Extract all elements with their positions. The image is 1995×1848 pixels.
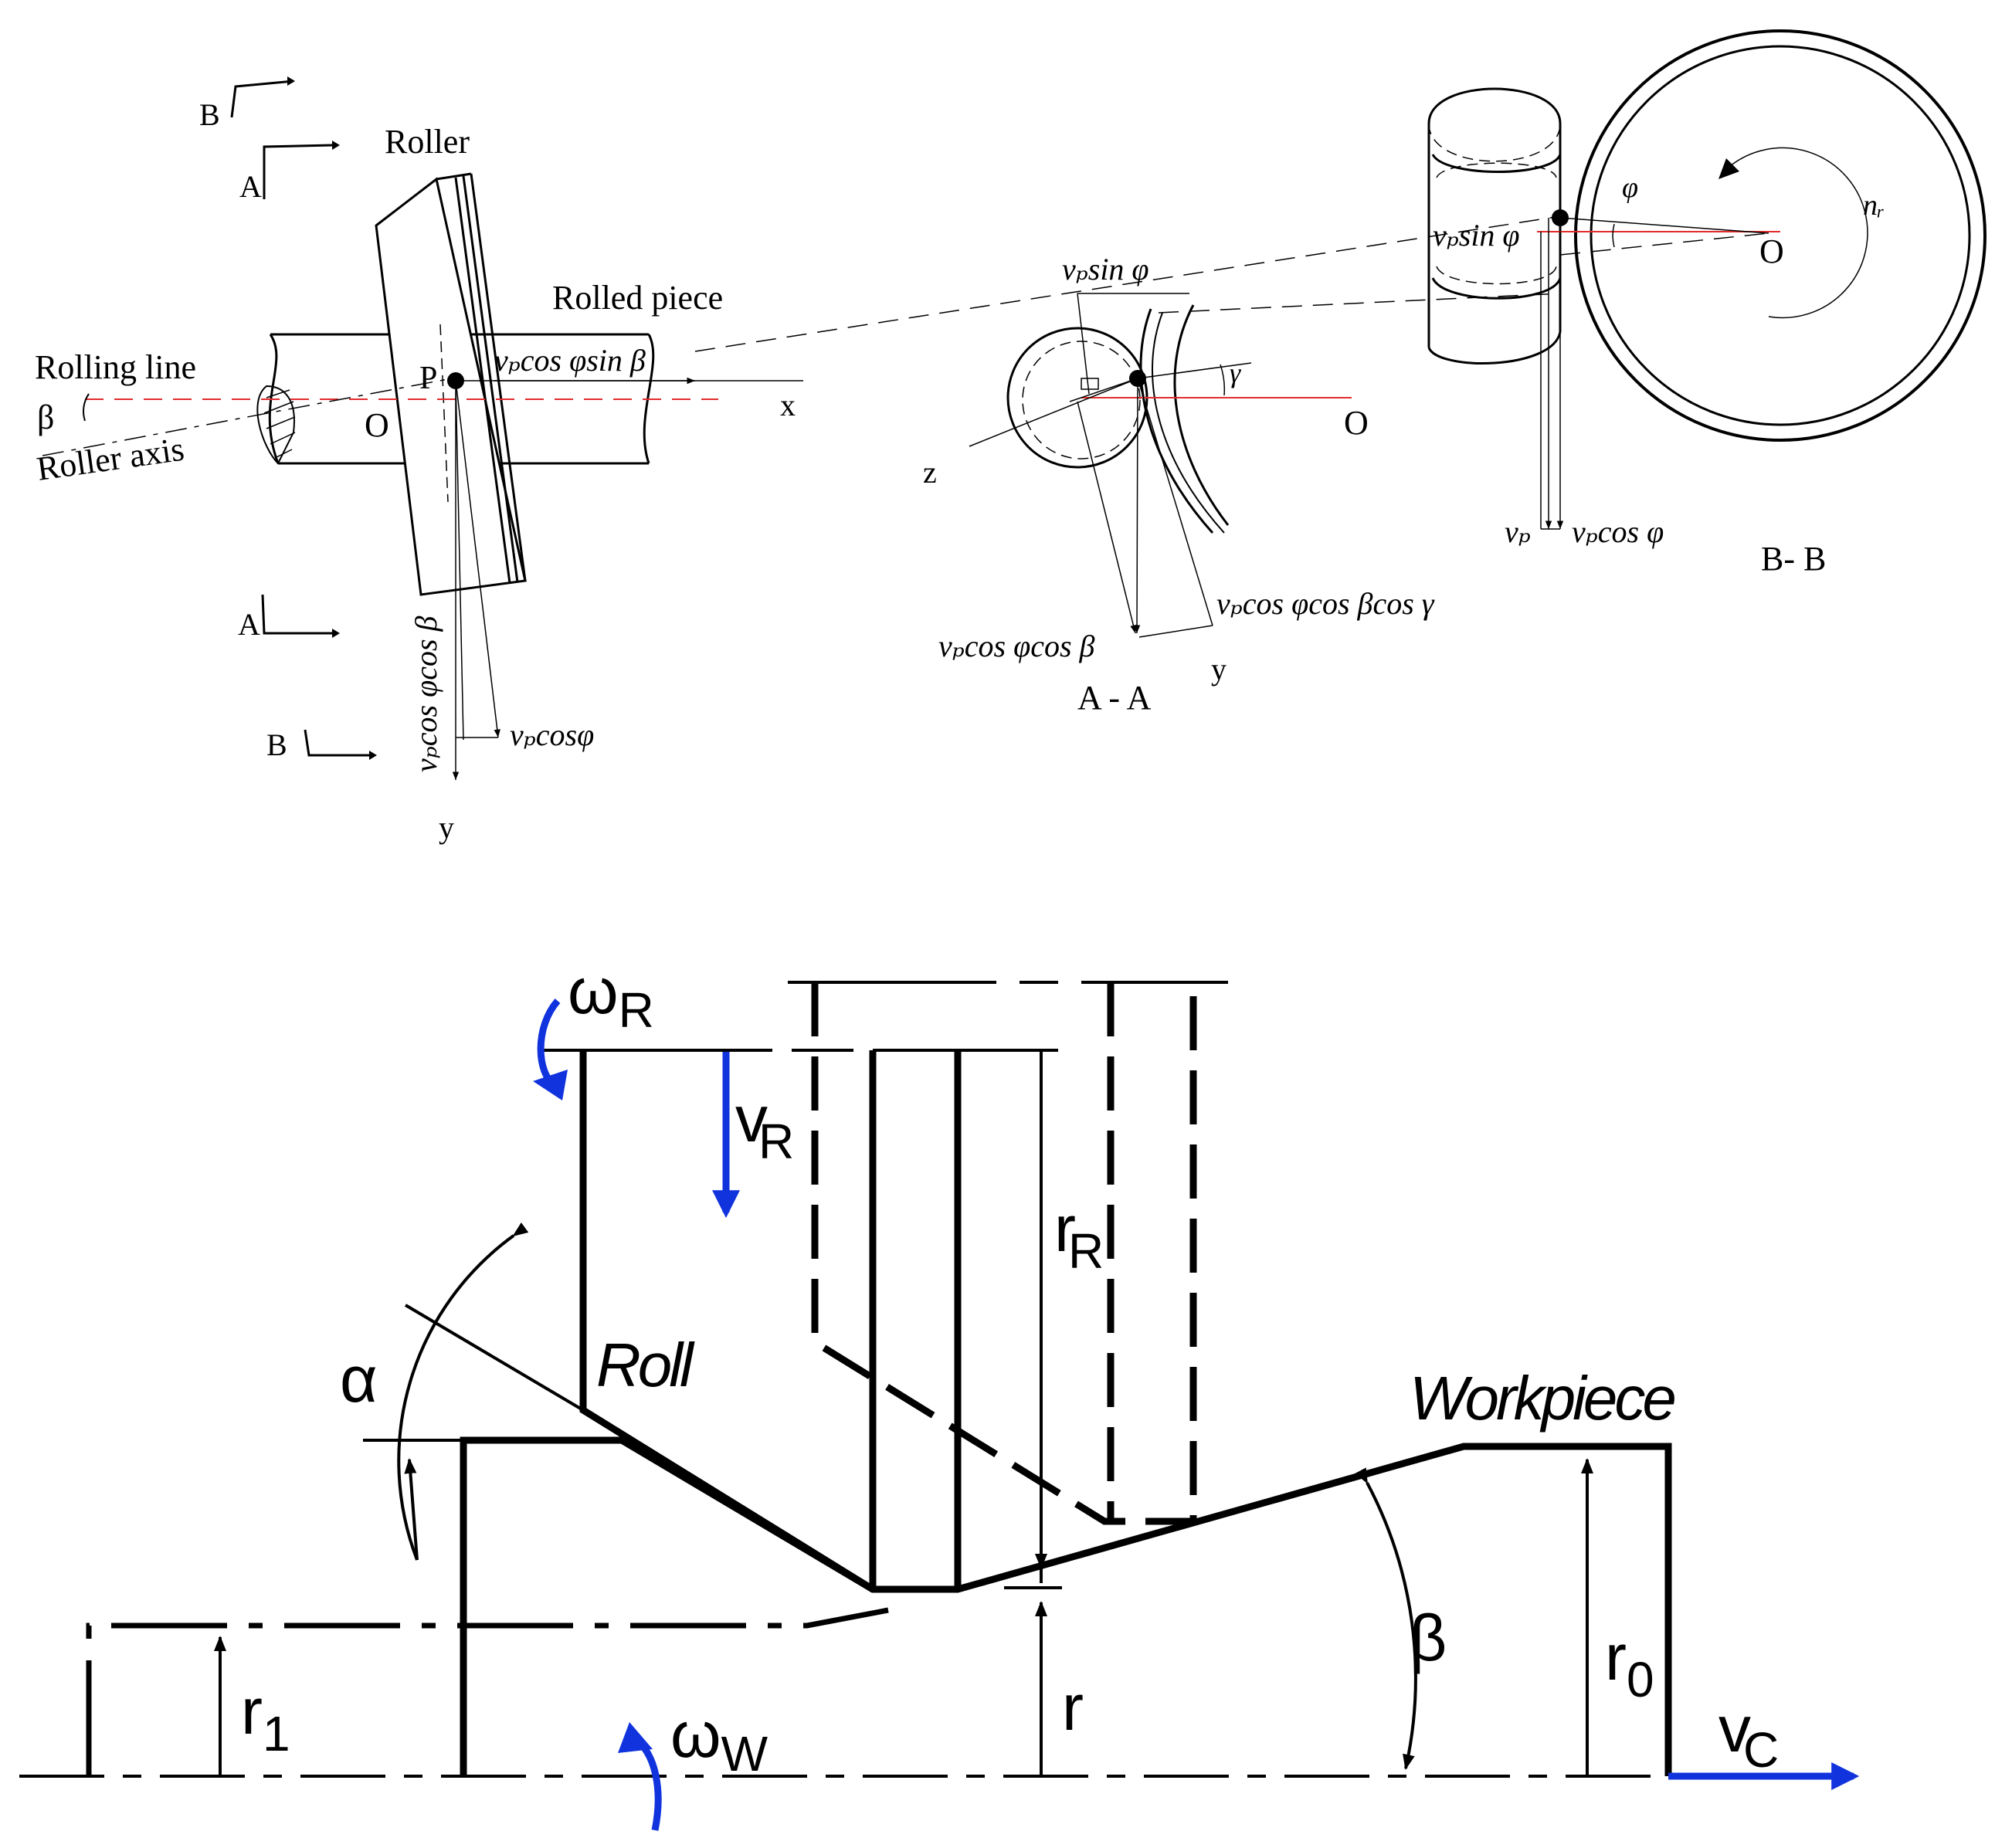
top-left-view: Roller Rolled piece Rolling line β Rolle… [35, 76, 803, 845]
omega-w-arrowhead [618, 1722, 653, 1753]
velocity-vectors-left [452, 377, 695, 780]
label-r1: r1 [241, 1675, 290, 1762]
label-rolled-piece: Rolled piece [552, 279, 723, 317]
label-v-r: vR [735, 1083, 794, 1169]
label-omega-r: ωR [568, 955, 654, 1038]
label-vp-sin-phi-right: vₚsin φ [1433, 218, 1520, 253]
label-origin-right: O [1759, 232, 1784, 270]
roll-flank-ext [404, 1304, 585, 1412]
arrow-a-top [332, 141, 340, 150]
section-markers [230, 80, 375, 757]
omega-r-arrow[interactable] [537, 999, 561, 1088]
label-v-c: vC [1718, 1693, 1779, 1778]
label-section-aa: A - A [1077, 679, 1152, 717]
label-a-top: A [239, 169, 262, 204]
label-roller: Roller [385, 123, 470, 161]
rotation-arrow-nr [1729, 147, 1868, 319]
label-vp-cos-phi-cos-beta-mid: vₚcos φcos β [938, 629, 1095, 663]
phi-arc [1612, 223, 1615, 248]
label-rolling-line: Rolling line [35, 348, 196, 386]
large-roll-inner [1590, 45, 1971, 426]
label-vp-cos-phi-sin-beta: vₚcos φsin β [494, 343, 646, 378]
roller-circle-aa-inner [1022, 341, 1141, 459]
label-vp-cosphi-left: vₚcosφ [510, 717, 594, 752]
gamma-line [1137, 362, 1252, 379]
label-omega-w: ωW [670, 1698, 768, 1782]
label-beta-bottom: β [1410, 1602, 1447, 1674]
phi-line-2 [1559, 232, 1769, 256]
label-a-bottom: A [238, 607, 260, 642]
workpiece-profile [460, 1436, 1672, 1776]
velocity-vectors-bb [1540, 218, 1564, 530]
label-b-top: B [199, 97, 220, 132]
label-vp: vₚ [1505, 514, 1531, 549]
beta-arc-bottom [1355, 1467, 1417, 1770]
label-r: r [1062, 1671, 1084, 1744]
label-vp-cos-phi-cos-beta-vertical: vₚcos φcos β [409, 615, 443, 772]
label-b-bottom: B [266, 727, 287, 762]
label-r-r: rR [1054, 1192, 1104, 1279]
gamma-arc [1220, 364, 1226, 396]
label-r0: r0 [1605, 1621, 1654, 1707]
workpiece-arc-aa-3 [1173, 304, 1230, 526]
label-y-axis-mid: y [1211, 652, 1227, 687]
dashed-connector-1 [694, 215, 1561, 352]
arrow-b-top [287, 76, 295, 86]
label-roll: Roll [596, 1331, 695, 1399]
section-aa-view: vₚsin φ γ O z y vₚcos φcos β vₚcos φcos … [923, 252, 1435, 717]
omega-w-arrow[interactable] [631, 1734, 662, 1831]
arrow-a-bottom [332, 629, 340, 638]
label-vp-cos-phi-cos-beta-cos-gamma: vₚcos φcos βcos γ [1216, 586, 1435, 621]
label-workpiece: Workpiece [1410, 1364, 1674, 1433]
label-x-axis: x [780, 388, 796, 422]
rotation-arrowhead-nr [1718, 158, 1739, 179]
label-origin-left: O [365, 406, 389, 444]
alpha-arc [397, 1222, 529, 1561]
omega-r-arrowhead [533, 1070, 568, 1100]
label-vp-cos-phi-right: vₚcos φ [1572, 514, 1664, 549]
label-gamma: γ [1230, 358, 1241, 388]
label-y-axis-left: y [439, 810, 454, 845]
velocity-vectors-aa [1069, 293, 1213, 638]
phi-line-1 [1559, 217, 1769, 234]
blank-profile-dashdot [86, 1607, 889, 1776]
label-beta-left: β [37, 398, 54, 436]
bottom-diagram: ωR vR rR Roll Workpiece α β r r0 r1 ωW v… [19, 955, 1860, 1831]
label-nr: nᵣ [1863, 189, 1885, 222]
workpiece-arc-aa [1139, 308, 1214, 534]
label-alpha: α [340, 1343, 378, 1416]
label-roller-axis: Roller axis [35, 430, 187, 488]
z-axis-line [969, 378, 1138, 447]
arrow-b-bottom [369, 751, 377, 760]
label-z-axis: z [923, 455, 937, 490]
label-section-bb: B- B [1761, 540, 1826, 578]
roll-dashed-profile [811, 982, 1197, 1525]
alpha-arrowhead-line [404, 1458, 419, 1561]
label-origin-mid: O [1344, 404, 1369, 442]
label-vp-sin-phi-mid: vₚsin φ [1062, 252, 1149, 287]
large-roll-outer [1574, 29, 1987, 442]
dashed-connector-2 [1158, 293, 1561, 314]
small-roller-cylinder [1427, 87, 1562, 365]
beta-arc [83, 393, 90, 422]
label-phi: φ [1622, 171, 1638, 204]
workpiece-arc-aa-2 [1152, 312, 1225, 534]
roller-axis-line [42, 378, 453, 456]
label-point-p: P [419, 361, 437, 396]
section-bb-view: vₚsin φ φ O nᵣ vₚ vₚcos φ B- B [1427, 29, 1987, 578]
